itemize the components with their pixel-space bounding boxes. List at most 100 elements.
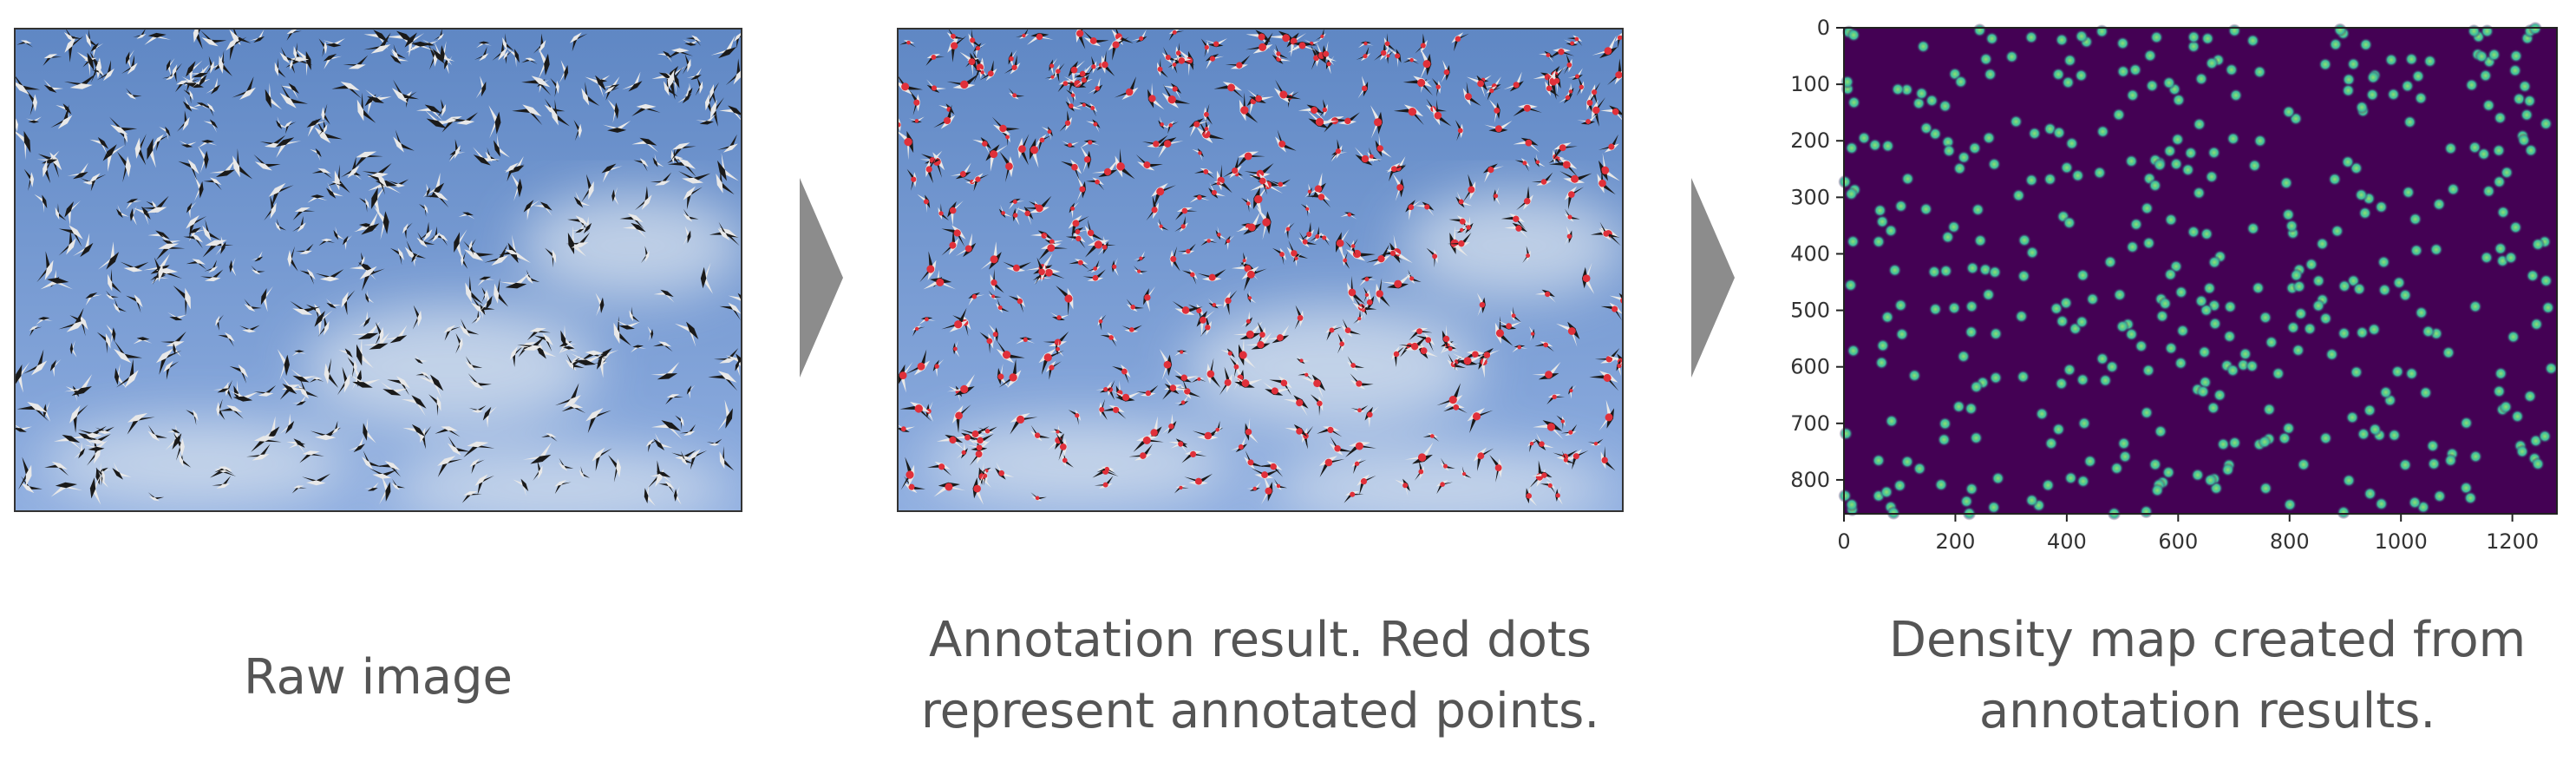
bird [1415, 201, 1435, 217]
y-tick-label: 100 [1790, 72, 1830, 96]
bird [441, 116, 468, 133]
bird [1564, 226, 1572, 246]
bird [64, 374, 93, 396]
density-point [2200, 31, 2215, 46]
bird [567, 215, 589, 233]
bird [1219, 366, 1232, 396]
bird [1482, 163, 1504, 183]
annotation-dot [1326, 62, 1331, 67]
bird [494, 278, 509, 307]
image-border [897, 28, 1624, 512]
bird [671, 142, 696, 161]
annotation-dot [1049, 365, 1055, 371]
density-point [2279, 175, 2293, 190]
bird [1355, 304, 1368, 319]
annotation-dot [1012, 199, 1017, 204]
bird [1587, 438, 1604, 446]
bird [1239, 92, 1259, 123]
annotation-dot [1074, 80, 1082, 88]
density-point [1938, 417, 1952, 431]
bird [187, 64, 210, 78]
annotation-dot [931, 54, 937, 60]
density-point [2318, 430, 2333, 445]
bird [1094, 476, 1114, 489]
bird [1534, 432, 1554, 450]
x-tick-label: 1000 [2375, 529, 2428, 554]
bird [526, 327, 552, 341]
annotation-dot [1079, 70, 1086, 77]
annotation-dot [1555, 493, 1560, 498]
bird [499, 273, 531, 289]
annotation-dot [1582, 274, 1591, 283]
bird [1081, 140, 1100, 148]
bird [64, 200, 82, 227]
annotation-dot [1157, 66, 1163, 72]
bird [1357, 41, 1374, 49]
density-point [1891, 82, 1906, 96]
bird [117, 130, 128, 147]
bird [155, 243, 186, 260]
bird [1513, 137, 1540, 153]
density-point [1971, 202, 1985, 217]
annotation-dot [1102, 61, 1108, 69]
bird [571, 353, 604, 366]
bird [1528, 325, 1535, 342]
annotation-dot [1472, 412, 1481, 421]
bird [1467, 408, 1494, 434]
annotation-dot [1394, 279, 1402, 288]
density-point [2092, 166, 2107, 180]
annotation-dot [1163, 140, 1172, 148]
annotation-dot [931, 85, 938, 91]
density-point [1867, 138, 1882, 153]
bird [488, 105, 501, 139]
density-point [2400, 79, 2415, 94]
annotation-dot [1186, 248, 1191, 254]
annotation-dot [1151, 207, 1158, 213]
density-point [2311, 273, 2326, 288]
annotation-dot [1592, 106, 1600, 115]
bird [359, 266, 385, 292]
bird [383, 325, 408, 344]
density-point [2252, 134, 2267, 148]
bird [686, 384, 696, 399]
density-point [2258, 435, 2272, 450]
density-point [1857, 131, 1872, 145]
annotation-dot [1016, 415, 1025, 424]
bird [1241, 266, 1267, 292]
annotation-dot [1299, 358, 1304, 363]
bird [498, 249, 521, 261]
annotation-dot [1344, 327, 1351, 334]
annotation-dot [1240, 106, 1249, 115]
density-point [1893, 478, 1907, 493]
bird [667, 158, 697, 178]
annotation-dot [1417, 78, 1426, 87]
density-point [2523, 389, 2537, 404]
bird [1559, 171, 1592, 184]
bird [1600, 302, 1623, 321]
bird [1361, 288, 1375, 312]
bird [1164, 377, 1188, 395]
density-point [2259, 481, 2273, 496]
annotation-dot [1454, 359, 1459, 364]
bird [616, 319, 641, 330]
density-point [2539, 273, 2553, 288]
bird [1200, 314, 1212, 338]
density-point [2468, 299, 2482, 314]
annotation-dot [1227, 351, 1232, 356]
bird [717, 221, 739, 241]
bird [607, 99, 619, 123]
annotation-dot [1354, 461, 1360, 467]
density-point [2192, 186, 2207, 200]
bird [1158, 137, 1184, 158]
bird [1169, 246, 1180, 272]
density-point [2264, 335, 2279, 350]
bird [1068, 214, 1089, 239]
density-point [2341, 83, 2356, 98]
annotation-dot [1320, 34, 1324, 38]
bird [1522, 246, 1531, 264]
bird [412, 305, 422, 330]
annotation-dot [917, 362, 925, 371]
density-point [2145, 78, 2160, 93]
annotation-dot [1494, 107, 1500, 114]
density-point [2203, 473, 2218, 488]
